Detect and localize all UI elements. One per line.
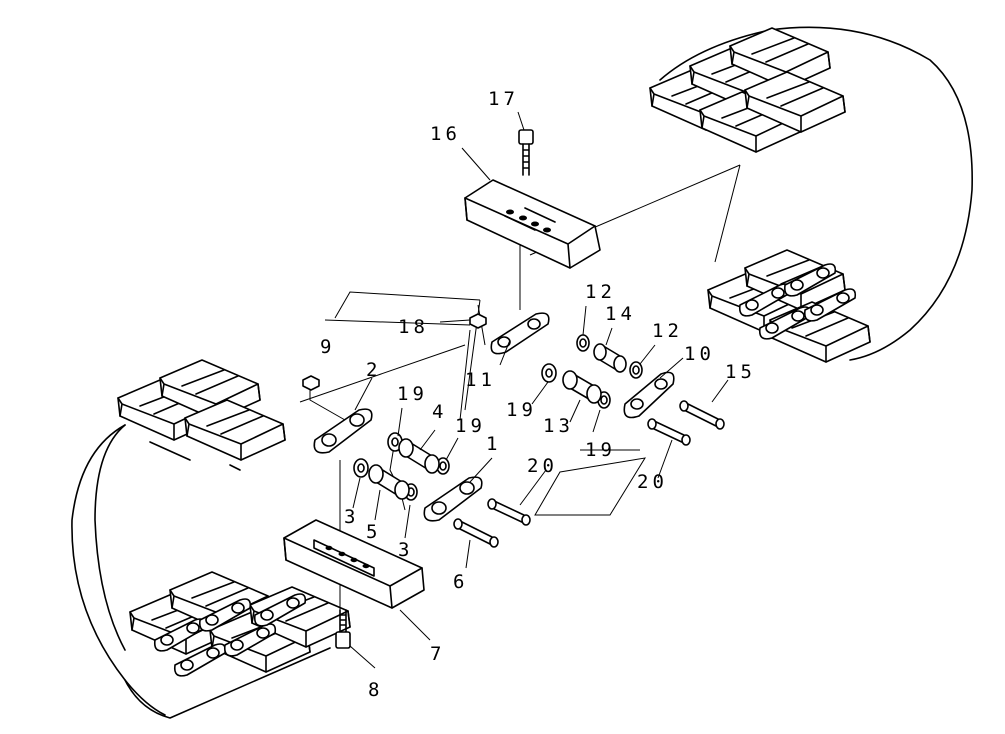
part-2-link <box>313 408 373 454</box>
label-9: 9 <box>320 336 335 358</box>
part-4-bushing <box>398 438 440 474</box>
label-15: 15 <box>725 361 756 383</box>
label-3b: 3 <box>398 539 413 561</box>
part-17-bolt <box>518 129 534 176</box>
label-8: 8 <box>368 679 383 701</box>
part-6-pin <box>453 518 499 548</box>
part-13-bushing <box>562 370 602 404</box>
label-19b: 19 <box>506 399 537 421</box>
label-18: 18 <box>398 316 429 338</box>
label-4: 4 <box>432 401 447 423</box>
seal-19a <box>541 363 557 383</box>
part-labels: 17 16 12 14 18 12 9 10 2 11 15 19 4 19 1… <box>320 88 756 701</box>
label-10: 10 <box>684 343 715 365</box>
part-8-bolt <box>335 609 351 649</box>
part-20-pin-b <box>487 498 531 526</box>
part-18-nut <box>469 313 487 329</box>
part-1-link <box>423 476 483 522</box>
part-20-pin-a <box>647 418 691 446</box>
label-1: 1 <box>486 433 501 455</box>
label-16: 16 <box>430 123 461 145</box>
left-track-band <box>71 359 351 719</box>
part-14-bushing <box>593 343 627 373</box>
part-10-link <box>623 371 675 419</box>
label-5: 5 <box>366 521 381 543</box>
label-3a: 3 <box>344 506 359 528</box>
label-17: 17 <box>488 88 519 110</box>
part-11-link <box>490 312 550 355</box>
part-5-bushing <box>368 464 410 500</box>
label-12a: 12 <box>585 281 616 303</box>
label-19c: 19 <box>455 415 486 437</box>
label-20b: 20 <box>637 471 668 493</box>
seal-12a <box>576 334 590 352</box>
leader-lines <box>349 111 729 669</box>
part-15-pin <box>679 400 725 430</box>
label-19d: 19 <box>585 439 616 461</box>
label-13: 13 <box>543 415 574 437</box>
part-9-nut <box>302 375 320 391</box>
part-7-shoe <box>283 519 425 609</box>
seal-12b <box>629 361 643 379</box>
label-14: 14 <box>605 303 636 325</box>
label-6: 6 <box>453 571 468 593</box>
part-16-shoe <box>464 179 601 269</box>
label-7: 7 <box>430 643 445 665</box>
label-19a: 19 <box>397 383 428 405</box>
label-11: 11 <box>465 369 496 391</box>
right-track-band <box>649 26 973 363</box>
label-12b: 12 <box>652 320 683 342</box>
label-20a: 20 <box>527 455 558 477</box>
seal-3a <box>353 458 369 478</box>
label-2: 2 <box>366 359 381 381</box>
